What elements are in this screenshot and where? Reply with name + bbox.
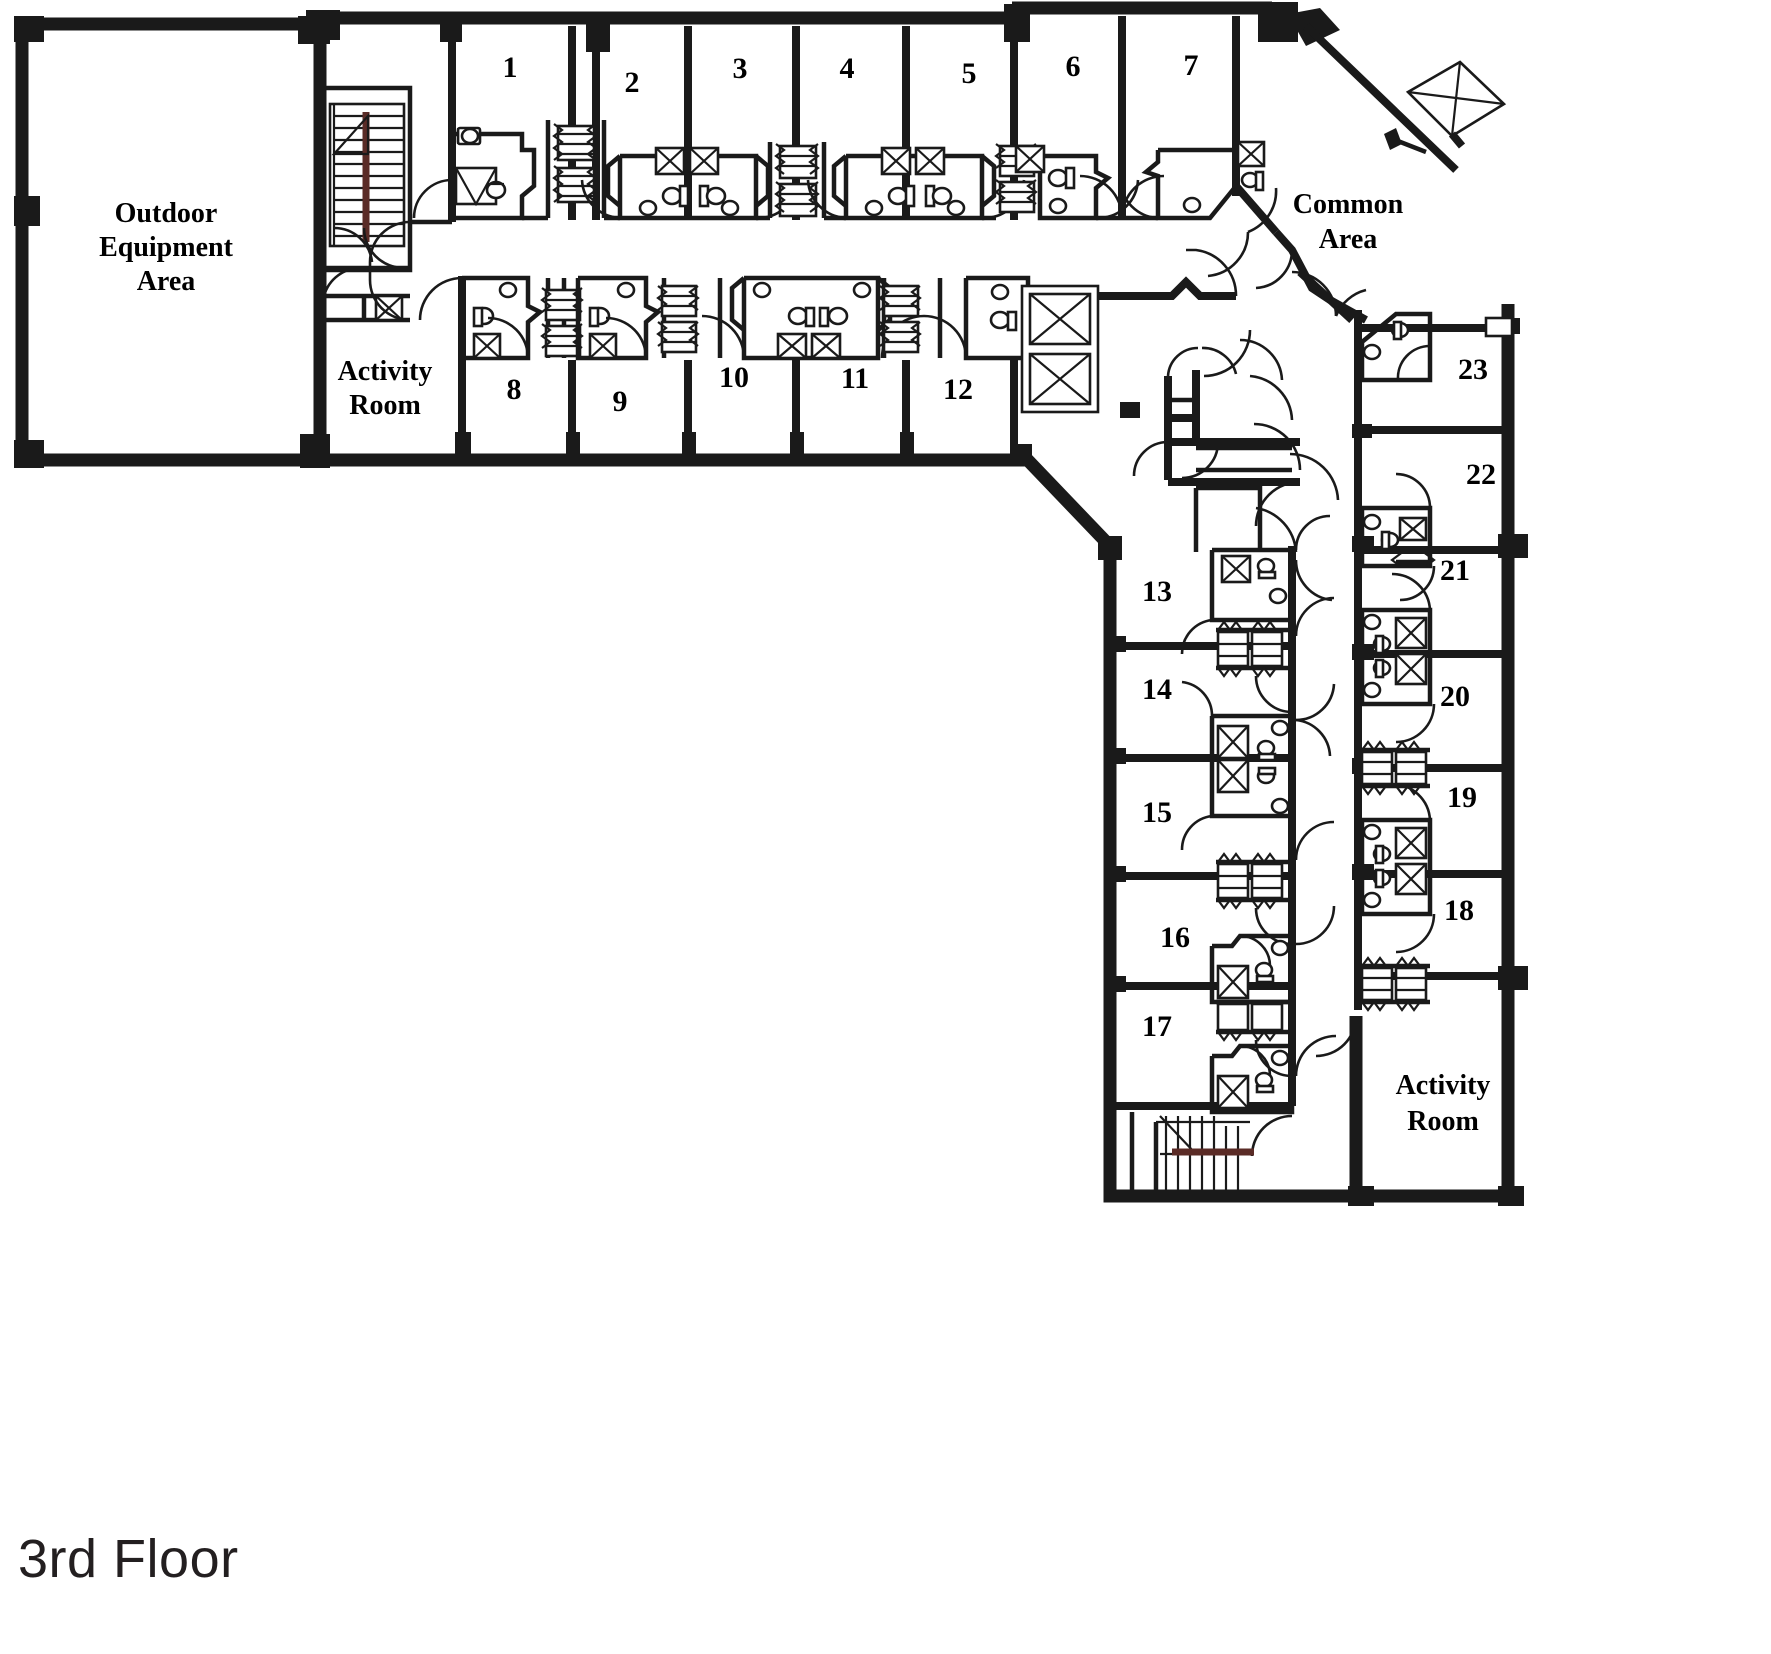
- unit-16-bathroom: [1209, 933, 1295, 1005]
- floor-caption: 3rd Floor: [18, 1529, 239, 1589]
- unit-number-23: 23: [1458, 353, 1488, 386]
- unit-number-6: 6: [1066, 50, 1081, 83]
- label-common-area-l1: Common: [1293, 189, 1404, 220]
- east-stair-shaft-1: [1360, 740, 1430, 796]
- label-activity-room-southeast-l2: Room: [1407, 1106, 1479, 1137]
- unit-number-7: 7: [1184, 49, 1199, 82]
- unit-number-20: 20: [1440, 680, 1470, 713]
- unit-number-13: 13: [1142, 575, 1172, 608]
- unit-number-12: 12: [943, 373, 973, 406]
- label-outdoor-equipment-area-l1: Outdoor: [115, 198, 218, 229]
- unit-number-17: 17: [1142, 1010, 1172, 1043]
- east-units-column: [1352, 304, 1528, 1196]
- unit-1-bathroom: [412, 126, 537, 221]
- unit-14-15-bathrooms: [1180, 680, 1295, 851]
- north-stair-shaft-1: [545, 120, 607, 218]
- unit-number-8: 8: [507, 373, 522, 406]
- label-activity-room-west-l2: Room: [349, 390, 421, 421]
- unit-20-bathroom: [1359, 572, 1436, 744]
- unit-8-bathroom: [418, 275, 545, 361]
- unit-number-2: 2: [625, 66, 640, 99]
- elevator-bank: [1020, 284, 1100, 414]
- unit-23-bathroom: [1359, 311, 1433, 383]
- unit-number-4: 4: [840, 52, 855, 85]
- south-stair-shaft-2: [656, 278, 723, 358]
- unit-18-19-bathrooms: [1359, 782, 1436, 954]
- unit-number-19: 19: [1447, 781, 1477, 814]
- unit-7-bathroom: [1118, 140, 1280, 235]
- label-outdoor-equipment-area-l2: Equipment: [99, 232, 233, 263]
- activity-room-vestibule: [322, 227, 410, 323]
- north-corridor-top-edge: [410, 174, 1165, 225]
- unit-number-labels: 1 2 3 4 5 6 7 8 9 10 11 12 13 14 15 16 1…: [503, 49, 1497, 1043]
- unit-13-bathroom: [1180, 514, 1331, 655]
- service-core: [1120, 346, 1301, 552]
- south-stair-shaft-3: [878, 278, 943, 358]
- unit-2-3-bathrooms: [580, 146, 800, 221]
- label-common-area-l2: Area: [1319, 224, 1378, 255]
- unit-4-5-bathrooms: [806, 146, 1026, 221]
- south-stairwell: [1129, 1112, 1254, 1190]
- north-corridor: [333, 220, 411, 322]
- southeast-stair-shaft-1: [1216, 620, 1293, 714]
- east-stair-shaft-2: [1360, 956, 1430, 1012]
- unit-number-22: 22: [1466, 458, 1496, 491]
- label-activity-room-west-l1: Activity: [338, 356, 433, 387]
- unit-number-18: 18: [1444, 894, 1474, 927]
- southeast-stair-shaft-2: [1216, 852, 1293, 946]
- unit-17-bathroom: [1209, 1043, 1295, 1157]
- label-outdoor-equipment-area-l3: Area: [137, 266, 196, 297]
- unit-number-9: 9: [613, 385, 628, 418]
- unit-number-3: 3: [733, 52, 748, 85]
- unit-21-22-bathrooms: [1359, 472, 1436, 602]
- common-area-walls: [1098, 187, 1368, 553]
- unit-number-14: 14: [1142, 673, 1172, 706]
- unit-number-15: 15: [1142, 796, 1172, 829]
- unit-number-5: 5: [962, 57, 977, 90]
- east-corridor-connectors: [1294, 559, 1337, 1077]
- southeast-stair-shaft-3: [1216, 999, 1293, 1078]
- unit-number-21: 21: [1440, 554, 1470, 587]
- south-stair-shaft-1: [540, 278, 584, 358]
- balcony-diagonal: [1288, 8, 1507, 173]
- north-stair-shaft-2: [767, 142, 827, 218]
- label-activity-room-southeast-l1: Activity: [1396, 1070, 1491, 1101]
- unit-number-10: 10: [719, 361, 749, 394]
- unit-number-1: 1: [503, 51, 518, 84]
- unit-number-11: 11: [841, 362, 869, 395]
- area-labels: Outdoor Equipment Area Activity Room Com…: [99, 189, 1490, 1137]
- unit-number-16: 16: [1160, 921, 1190, 954]
- unit-9-bathroom: [575, 275, 663, 361]
